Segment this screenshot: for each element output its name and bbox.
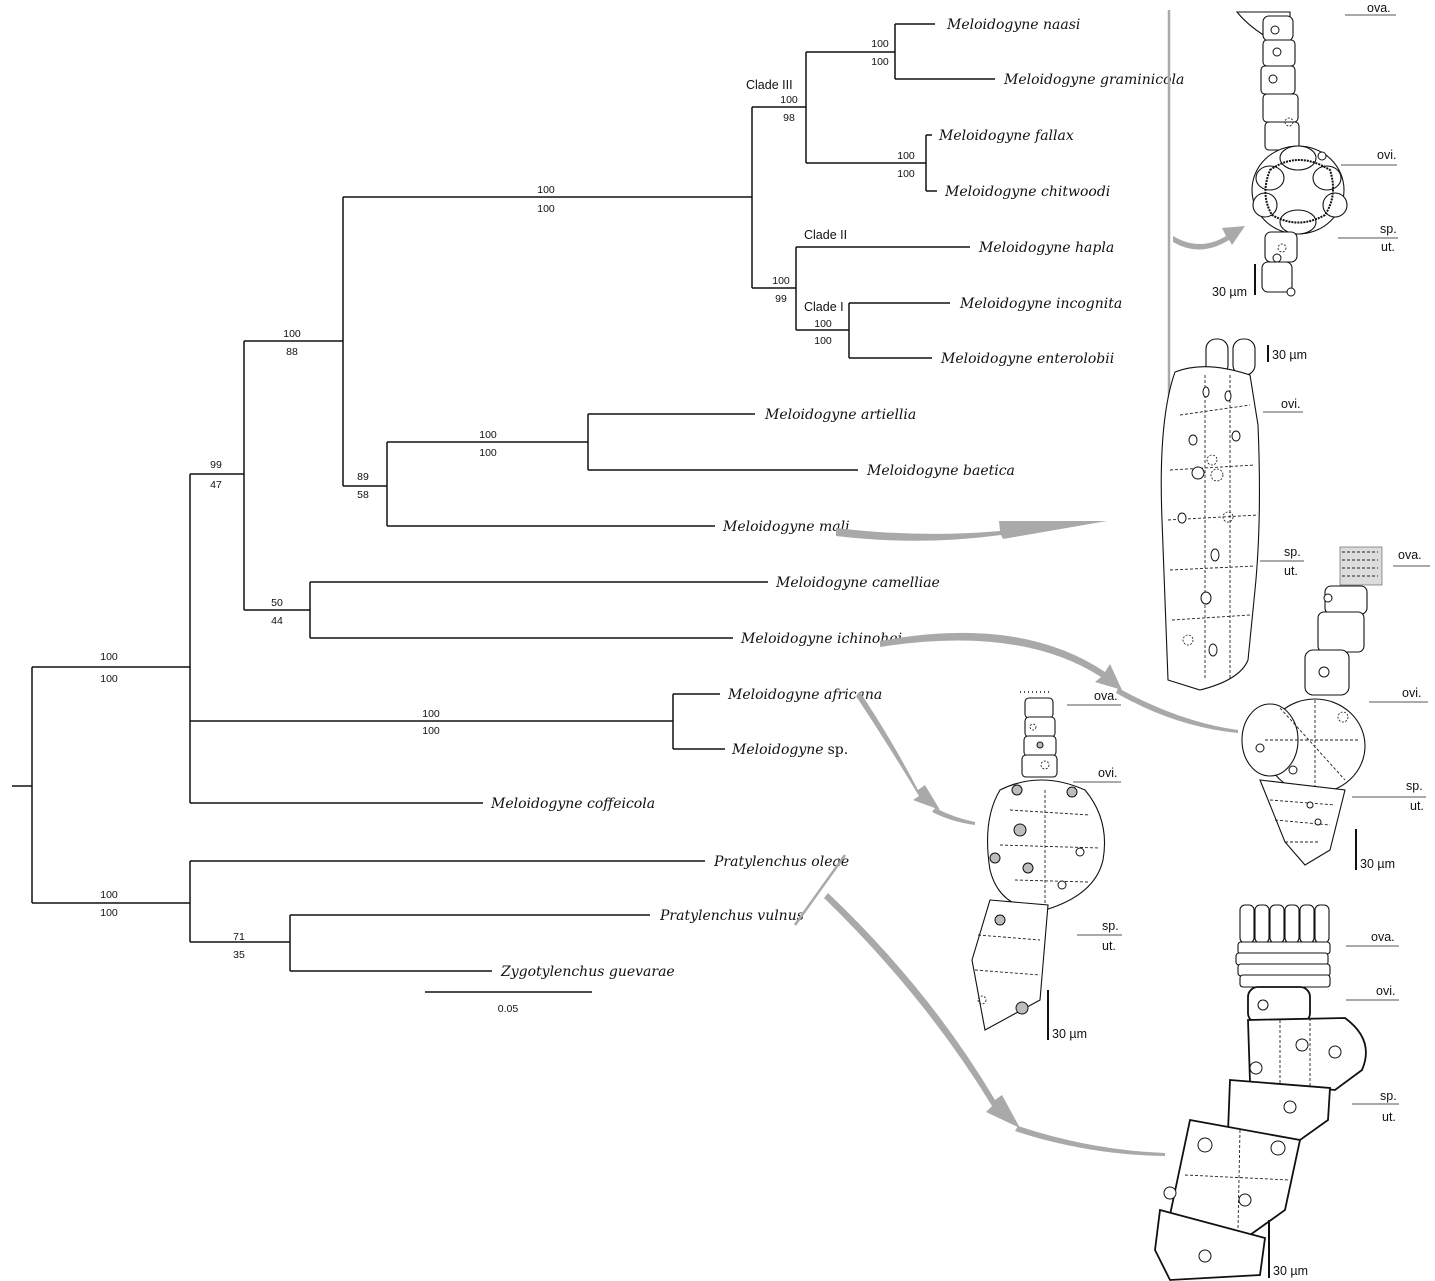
taxon-meloidogyne-artiellia: Meloidogyne artiellia bbox=[764, 407, 916, 423]
support-bottom: 44 bbox=[271, 615, 283, 627]
label-sp: sp. bbox=[1380, 222, 1397, 236]
taxon-meloidogyne-fallax: Meloidogyne fallax bbox=[938, 128, 1074, 144]
reproductive-drawing-pratylenchus: ova. ovi. sp. ut. 30 µm bbox=[1155, 905, 1399, 1280]
label-ovi: ovi. bbox=[1402, 686, 1421, 700]
arrow-africana-tail bbox=[932, 808, 975, 825]
support-bottom: 35 bbox=[233, 949, 245, 961]
support-bottom: 100 bbox=[422, 725, 440, 737]
support-bottom: 58 bbox=[357, 489, 369, 501]
taxon-meloidogyne-graminicola: Meloidogyne graminicola bbox=[1003, 72, 1184, 88]
support-bottom: 100 bbox=[871, 56, 889, 68]
support-top: 100 bbox=[100, 889, 118, 901]
clade-i-label: Clade I bbox=[804, 300, 844, 314]
label-ova: ova. bbox=[1367, 1, 1391, 15]
taxon-meloidogyne-naasi: Meloidogyne naasi bbox=[946, 17, 1080, 33]
support-bottom: 100 bbox=[100, 907, 118, 919]
support-top: 100 bbox=[772, 275, 790, 287]
label-sp: sp. bbox=[1380, 1089, 1397, 1103]
label-ut: ut. bbox=[1382, 1110, 1396, 1124]
support-top: 50 bbox=[271, 597, 283, 609]
taxon-meloidogyne-mali: Meloidogyne mali bbox=[722, 519, 850, 535]
arrow-mali bbox=[836, 521, 1107, 541]
support-top: 100 bbox=[780, 94, 798, 106]
tree-branches bbox=[12, 24, 995, 971]
label-ut: ut. bbox=[1410, 799, 1424, 813]
taxon-pratylenchus-vulnus: Pratylenchus vulnus bbox=[659, 908, 804, 924]
support-top: 100 bbox=[479, 429, 497, 441]
label-scale: 30 µm bbox=[1212, 285, 1247, 299]
label-scale: 30 µm bbox=[1272, 348, 1307, 362]
label-sp: sp. bbox=[1284, 545, 1301, 559]
support-top: 100 bbox=[283, 328, 301, 340]
arrow-outgroup-tail bbox=[1015, 1126, 1165, 1156]
reproductive-drawing-africana: ova. ovi. sp. ut. 30 µm bbox=[972, 689, 1122, 1041]
label-ut: ut. bbox=[1102, 939, 1116, 953]
support-bottom: 99 bbox=[775, 293, 787, 305]
label-ut: ut. bbox=[1381, 240, 1395, 254]
taxon-meloidogyne-camelliae: Meloidogyne camelliae bbox=[775, 575, 940, 591]
reproductive-drawing-mali: 30 µm ovi. sp. ut. bbox=[1161, 339, 1307, 690]
label-ova: ova. bbox=[1094, 689, 1118, 703]
label-sp: sp. bbox=[1406, 779, 1423, 793]
label-scale: 30 µm bbox=[1360, 857, 1395, 871]
support-top: 100 bbox=[537, 184, 555, 196]
support-bottom: 100 bbox=[897, 168, 915, 180]
taxon-meloidogyne-incognita: Meloidogyne incognita bbox=[959, 296, 1122, 312]
support-top: 71 bbox=[233, 931, 245, 943]
support-bottom: 88 bbox=[286, 346, 298, 358]
label-scale: 30 µm bbox=[1273, 1264, 1308, 1278]
label-ovi: ovi. bbox=[1098, 766, 1117, 780]
arrow-africana bbox=[856, 692, 940, 810]
label-ova: ova. bbox=[1371, 930, 1395, 944]
support-bottom: 100 bbox=[479, 447, 497, 459]
taxon-meloidogyne-ichinohei: Meloidogyne ichinohei bbox=[740, 631, 902, 647]
taxon-zygotylenchus-guevarae: Zygotylenchus guevarae bbox=[500, 964, 675, 980]
support-top: 100 bbox=[100, 651, 118, 663]
taxon-meloidogyne-chitwoodi: Meloidogyne chitwoodi bbox=[944, 184, 1110, 200]
support-top: 100 bbox=[814, 318, 832, 330]
support-bottom: 100 bbox=[537, 203, 555, 215]
taxon-meloidogyne-coffeicola: Meloidogyne coffeicola bbox=[490, 796, 655, 812]
label-ut: ut. bbox=[1284, 564, 1298, 578]
reproductive-drawing-ichinohei: ova. ovi. sp. ut. 30 µm bbox=[1242, 547, 1430, 871]
reproductive-drawing-clade3: ova. ovi. sp. ut. 30 µm bbox=[1212, 1, 1398, 299]
clade-iii-label: Clade III bbox=[746, 78, 793, 92]
support-bottom: 47 bbox=[210, 479, 222, 491]
support-top: 100 bbox=[422, 708, 440, 720]
label-ovi: ovi. bbox=[1376, 984, 1395, 998]
arrow-ichinohei bbox=[880, 633, 1122, 690]
taxon-meloidogyne-baetica: Meloidogyne baetica bbox=[866, 463, 1015, 479]
label-ovi: ovi. bbox=[1281, 397, 1300, 411]
taxon-meloidogyne-enterolobii: Meloidogyne enterolobii bbox=[940, 351, 1114, 367]
support-top: 99 bbox=[210, 459, 222, 471]
arrow-ichinohei-tail bbox=[1116, 688, 1238, 733]
support-top: 89 bbox=[357, 471, 369, 483]
label-sp: sp. bbox=[1102, 919, 1119, 933]
label-ova: ova. bbox=[1398, 548, 1422, 562]
support-values: 100 100 100 100 100 98 100 100 100 99 10… bbox=[100, 38, 915, 961]
support-bottom: 98 bbox=[783, 112, 795, 124]
taxon-pratylenchus-oleae: Pratylenchus oleae bbox=[713, 854, 849, 870]
label-ovi: ovi. bbox=[1377, 148, 1396, 162]
curved-arrow bbox=[1173, 226, 1245, 250]
taxon-meloidogyne-hapla: Meloidogyne hapla bbox=[978, 240, 1114, 256]
tree-scale-label: 0.05 bbox=[498, 1003, 519, 1015]
support-bottom: 100 bbox=[814, 335, 832, 347]
support-top: 100 bbox=[897, 150, 915, 162]
tree-scale-bar: 0.05 bbox=[425, 992, 592, 1015]
support-top: 100 bbox=[871, 38, 889, 50]
label-scale: 30 µm bbox=[1052, 1027, 1087, 1041]
clade-ii-label: Clade II bbox=[804, 228, 847, 242]
support-bottom: 100 bbox=[100, 673, 118, 685]
